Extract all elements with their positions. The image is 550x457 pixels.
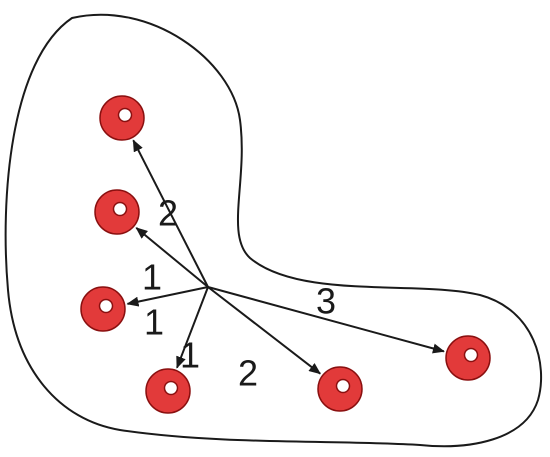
node-top xyxy=(99,95,145,141)
edges-layer xyxy=(126,139,445,375)
edge-label: 2 xyxy=(158,193,178,234)
node-highlight xyxy=(117,107,133,123)
nodes-layer xyxy=(80,95,491,414)
arrow-to-node-bottom-left xyxy=(176,286,209,369)
arrow-to-node-left xyxy=(126,286,209,307)
arrow-to-node-right xyxy=(207,286,445,354)
node-highlight xyxy=(98,298,114,314)
node-highlight xyxy=(463,347,479,363)
region-outline xyxy=(4,13,543,448)
node-highlight xyxy=(112,201,128,217)
node-right xyxy=(445,335,491,381)
edge-label: 1 xyxy=(144,302,164,343)
node-highlight xyxy=(163,380,179,396)
edge-label: 1 xyxy=(142,257,162,298)
node-left xyxy=(80,286,126,332)
arrow-to-node-top xyxy=(132,139,209,288)
edge-label: 3 xyxy=(316,281,336,322)
arrow-to-node-bottom-middle xyxy=(207,286,321,375)
node-upper-left xyxy=(94,189,140,235)
node-bottom-left xyxy=(145,368,191,414)
node-highlight xyxy=(335,378,351,394)
arrow-to-node-upper-left xyxy=(135,227,209,288)
node-bottom-middle xyxy=(317,366,363,412)
edge-label: 2 xyxy=(238,353,258,394)
edge-label: 1 xyxy=(180,335,200,376)
